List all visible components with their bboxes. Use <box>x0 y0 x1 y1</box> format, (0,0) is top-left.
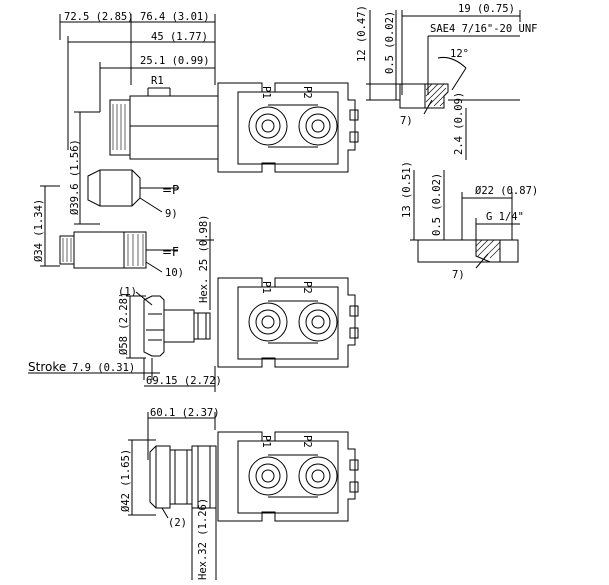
dim-hex25: Hex. 25 (0.98) <box>198 214 210 303</box>
dim-13: 13 (0.51) <box>401 161 413 218</box>
label-7-a: 7) <box>400 115 413 127</box>
dim-stroke: 7.9 (0.31) <box>72 362 135 374</box>
dim-42: Ø42 (1.65) <box>120 449 132 512</box>
left-dimensions: Ø39.6 (1.56) Ø34 (1.34) <box>33 111 100 267</box>
dim-sae: SAE4 7/16"-20 UNF <box>430 23 537 35</box>
port-p1-bottom: P1 <box>260 435 272 448</box>
dim-22: Ø22 (0.87) <box>475 185 538 197</box>
label-1: (1) <box>118 286 137 298</box>
dim-12deg: 12° <box>450 48 469 60</box>
valve-bottom: 60.1 (2.37) Ø42 (1.65) P1 P2 (2) He <box>120 407 359 580</box>
dim-12: 12 (0.47) <box>356 5 368 62</box>
label-7-b: 7) <box>452 269 465 281</box>
dim-0-5a: 0.5 (0.02) <box>384 11 396 74</box>
label-stroke: Stroke <box>28 360 66 374</box>
knob-p: =P 9) <box>87 169 179 220</box>
valve-middle: Hex. 25 (0.98) (1) P1 P2 Ø58 (2.28) <box>28 214 359 392</box>
dim-72-5: 72.5 (2.85) <box>64 11 134 23</box>
label-2: (2) <box>168 517 187 529</box>
dim-39-6: Ø39.6 (1.56) <box>69 139 81 215</box>
dim-69-15: 69.15 (2.72) <box>146 375 222 387</box>
dim-g14: G 1/4" <box>486 211 524 223</box>
dim-76-4: 76.4 (3.01) <box>140 11 210 23</box>
port-p2-bottom: P2 <box>301 435 313 448</box>
knob-f: =F 10) <box>59 231 184 279</box>
top-dimensions: 72.5 (2.85) 76.4 (3.01) 45 (1.77) 25.1 (… <box>59 11 216 150</box>
dim-hex32: Hex.32 (1.26) <box>197 498 209 580</box>
dim-60-1: 60.1 (2.37) <box>150 407 220 419</box>
port-p1-middle: P1 <box>260 281 272 294</box>
dim-r1: R1 <box>151 75 164 87</box>
dim-19: 19 (0.75) <box>458 3 515 15</box>
port-p2-middle: P2 <box>301 281 313 294</box>
label-10: 10) <box>165 267 184 279</box>
label-9: 9) <box>165 208 178 220</box>
label-eq-f: =F <box>162 245 179 259</box>
port-p2-top: P2 <box>301 86 313 99</box>
dim-0-5b: 0.5 (0.02) <box>431 173 443 236</box>
dim-34: Ø34 (1.34) <box>33 199 45 262</box>
valve-top: P1 P2 <box>109 82 359 173</box>
detail-g14-port: 13 (0.51) 0.5 (0.02) Ø22 (0.87) G 1/4" 7… <box>401 161 538 281</box>
dim-45: 45 (1.77) <box>151 31 208 43</box>
port-p1-top: P1 <box>260 86 272 99</box>
label-eq-p: =P <box>162 183 179 197</box>
dim-25-1: 25.1 (0.99) <box>140 55 210 67</box>
dim-58: Ø58 (2.28) <box>118 292 130 355</box>
detail-sae-port: 19 (0.75) SAE4 7/16"-20 UNF 12 (0.47) 0.… <box>356 3 537 160</box>
dim-2-4: 2.4 (0.09) <box>453 92 465 155</box>
